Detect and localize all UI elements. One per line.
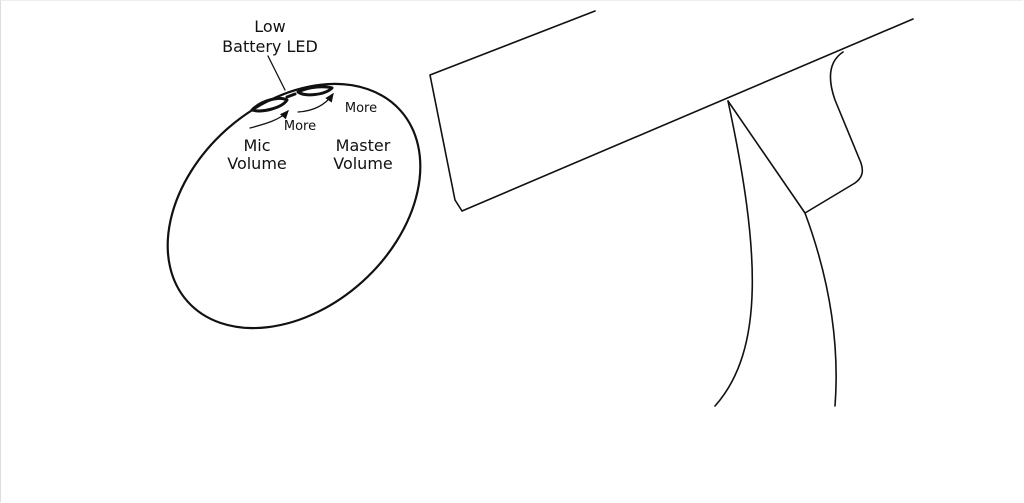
low-battery-label-2: Battery LED [222, 37, 318, 56]
mic-more-arrow [249, 110, 289, 129]
low-battery-label-1: Low [254, 17, 286, 36]
trigger-inner-edge [727, 100, 837, 407]
trigger-guard [804, 51, 864, 214]
mic-volume-button [250, 96, 289, 113]
master-more-arrow [297, 92, 334, 113]
device-body-outline [429, 10, 914, 212]
master-volume-button [296, 85, 334, 97]
master-more-label: More [345, 101, 377, 116]
device-end-cap-ellipse [166, 82, 422, 330]
led-leader-line [267, 55, 286, 91]
master-volume-label-1: Master [336, 136, 391, 155]
low-battery-led [285, 92, 297, 99]
mic-volume-label-1: Mic [243, 136, 270, 155]
master-volume-label-2: Volume [333, 154, 393, 173]
handle-front-edge [714, 100, 754, 407]
mic-more-label: More [284, 119, 316, 134]
mic-volume-label-2: Volume [227, 154, 287, 173]
